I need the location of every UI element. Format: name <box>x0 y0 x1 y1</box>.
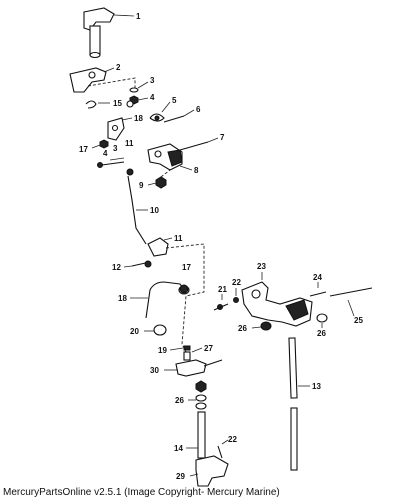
callout-7: 7 <box>220 133 225 142</box>
part-7-bolt: 7 <box>179 133 225 151</box>
part-30-lever: 30 <box>150 359 223 377</box>
callout-22: 22 <box>232 278 241 287</box>
callout-1: 1 <box>136 12 141 21</box>
callout-26b: 26 <box>238 324 247 333</box>
callout-19: 19 <box>158 346 167 355</box>
callout-13: 13 <box>312 382 321 391</box>
part-4-nut: 4 <box>129 93 155 105</box>
part-1-lever-shaft: 1 <box>83 7 141 59</box>
callout-6: 6 <box>196 105 201 114</box>
callout-22b: 22 <box>228 435 237 444</box>
part-21-pin: 21 <box>213 285 229 311</box>
callout-9: 9 <box>139 181 144 190</box>
callout-12: 12 <box>112 263 121 272</box>
callout-21: 21 <box>218 285 227 294</box>
part-22-pin-upper: 22 <box>232 278 241 303</box>
part-18-bent-rod: 18 <box>118 281 190 319</box>
callout-8: 8 <box>194 166 199 175</box>
part-13-rod: 13 <box>288 337 321 471</box>
callout-3b: 3 <box>113 144 118 153</box>
callout-15: 15 <box>113 99 122 108</box>
callout-26c: 26 <box>317 329 326 338</box>
part-10-link-rod: 10 <box>127 175 159 245</box>
callout-3: 3 <box>150 76 155 85</box>
part-3-washer: 3 <box>129 76 155 93</box>
callout-2: 2 <box>116 63 121 72</box>
callout-17b: 17 <box>182 263 191 272</box>
part-15-clip: 15 <box>85 99 134 109</box>
part-11-block: 11 <box>147 234 183 257</box>
callout-25: 25 <box>354 316 363 325</box>
part-26-spacers-lower: 26 <box>175 380 207 410</box>
part-2-lever: 2 <box>69 63 121 93</box>
part-8-lever-block: 8 <box>147 143 199 175</box>
part-16-bracket: 18 <box>107 114 143 141</box>
callout-29: 29 <box>176 472 185 481</box>
part-17-nut: 17 <box>79 139 109 154</box>
part-29-lever: 29 <box>176 455 229 487</box>
part-19-spacer: 19 <box>158 345 191 355</box>
part-22-pin-lower: 22 <box>217 435 237 459</box>
callout-4: 4 <box>150 93 155 102</box>
part-20-nut: 20 <box>130 324 167 336</box>
callout-23: 23 <box>257 262 266 271</box>
image-copyright-caption: MercuryPartsOnline v2.5.1 (Image Copyrig… <box>3 487 280 498</box>
part-screw-small <box>97 161 134 176</box>
callout-20: 20 <box>130 327 139 336</box>
part-23-bracket: 23 <box>241 262 313 327</box>
part-5-spring: 5 <box>149 96 177 122</box>
part-27-screw: 27 <box>183 344 213 361</box>
callout-4b: 4 <box>103 149 108 158</box>
callout-16: 18 <box>134 114 143 123</box>
part-9-nut: 9 <box>139 169 171 190</box>
callout-30: 30 <box>150 366 159 375</box>
callout-5: 5 <box>172 96 177 105</box>
callout-24: 24 <box>313 273 322 282</box>
callout-18: 18 <box>118 294 127 303</box>
callout-26: 26 <box>175 396 184 405</box>
part-25-rod: 25 <box>329 287 373 325</box>
callout-17: 17 <box>79 145 88 154</box>
part-12-screw: 12 <box>112 260 152 272</box>
part-24-pin: 24 <box>309 273 327 297</box>
callout-14: 14 <box>174 444 183 453</box>
part-14-rod: 14 <box>174 411 206 459</box>
callout-11b: 11 <box>174 234 183 243</box>
part-26-spacers-upper: 26 26 <box>238 313 328 338</box>
cluster-labels: 11 3 4 <box>103 139 134 161</box>
part-6-screw: 6 <box>163 105 201 123</box>
callout-27: 27 <box>204 344 213 353</box>
callout-11: 11 <box>125 139 134 148</box>
callout-10: 10 <box>150 206 159 215</box>
